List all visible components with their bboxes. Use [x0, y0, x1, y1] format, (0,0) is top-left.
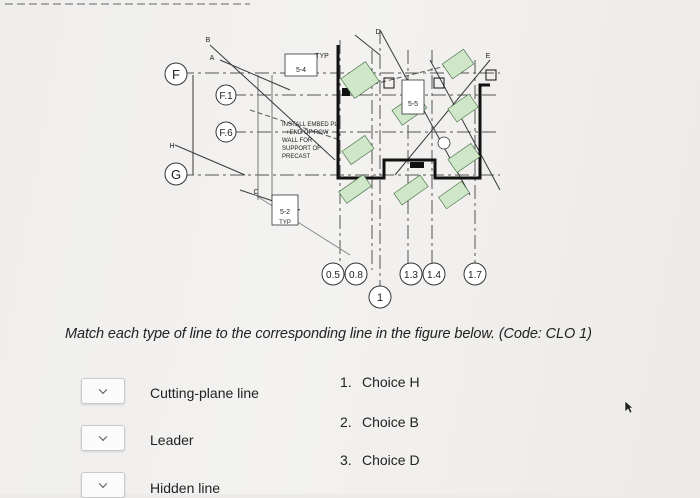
grid-bubble-13 — [399, 262, 423, 286]
chevron-down-icon — [98, 432, 108, 442]
mouse-cursor-icon — [624, 400, 634, 414]
grid-bubble-F1 — [215, 84, 237, 106]
item-hidden-line-label: Hidden line — [150, 480, 221, 496]
svg-text:F: F — [172, 67, 180, 82]
item-leader-label: Leader — [150, 432, 194, 448]
svg-text:A: A — [210, 55, 215, 62]
choice-3: 3.Choice D — [340, 452, 420, 468]
svg-text:F.1: F.1 — [219, 91, 233, 102]
svg-text:TYP: TYP — [315, 53, 329, 60]
question-prompt: Match each type of line to the correspon… — [65, 326, 592, 342]
svg-text:C: C — [253, 189, 258, 196]
dropdown-hidden-line[interactable] — [81, 472, 125, 498]
svg-text:TYP: TYP — [279, 220, 291, 226]
grid-bubble-17 — [463, 262, 487, 286]
svg-text:0.8: 0.8 — [349, 270, 363, 281]
svg-text:5-4: 5-4 — [296, 67, 306, 74]
dropdown-leader[interactable] — [81, 425, 125, 451]
svg-text:E: E — [486, 53, 491, 60]
grid-bubble-G — [164, 162, 188, 186]
chevron-down-icon — [98, 479, 108, 489]
svg-text:PRECAST: PRECAST — [282, 154, 311, 160]
svg-text:F.6: F.6 — [219, 128, 233, 139]
grid-bubble-08 — [344, 262, 368, 286]
item-cutting-plane-label: Cutting-plane line — [150, 385, 259, 401]
grid-bubble-05 — [321, 262, 345, 286]
chevron-down-icon — [98, 385, 108, 395]
grid-bubble-14 — [422, 262, 446, 286]
choice-2: 2.Choice B — [340, 414, 419, 430]
grid-bubble-1 — [368, 285, 392, 309]
structural-drawing-figure: F G F.1 F.6 0.5 0.8 1 1.3 1.4 1.7 TYP 5-… — [5, 3, 501, 309]
svg-text:WALL FOR: WALL FOR — [282, 138, 313, 144]
dropdown-cutting-plane[interactable] — [81, 378, 125, 404]
svg-text:5-2: 5-2 — [280, 209, 290, 216]
svg-text:G: G — [171, 167, 181, 182]
svg-text:H: H — [169, 143, 174, 150]
svg-text:1.3: 1.3 — [404, 270, 418, 281]
svg-text:INSTALL EMBED PL: INSTALL EMBED PL — [282, 122, 338, 128]
choice-1: 1.Choice H — [340, 374, 420, 390]
svg-text:SUPPORT OF: SUPPORT OF — [282, 146, 321, 152]
svg-text:+END OF ROW: +END OF ROW — [286, 130, 329, 136]
svg-text:B: B — [206, 37, 211, 44]
svg-text:5-5: 5-5 — [408, 101, 418, 108]
grid-bubble-F6 — [215, 121, 237, 143]
svg-text:D: D — [375, 29, 380, 36]
svg-text:1.7: 1.7 — [468, 270, 482, 281]
svg-text:0.5: 0.5 — [326, 270, 340, 281]
svg-text:1.4: 1.4 — [427, 270, 441, 281]
svg-text:1: 1 — [377, 292, 383, 304]
grid-bubble-F — [164, 62, 188, 86]
